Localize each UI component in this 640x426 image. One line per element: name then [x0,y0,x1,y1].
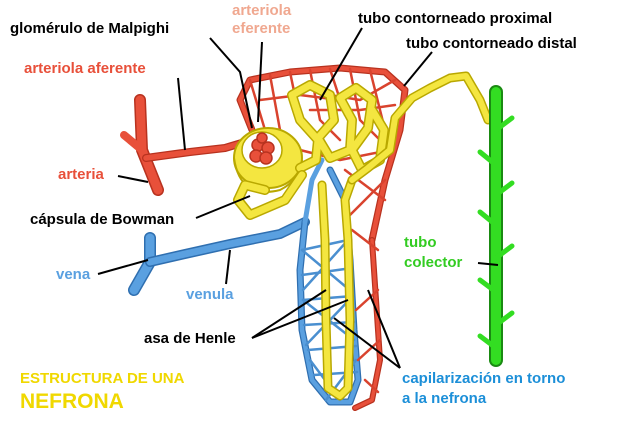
leader-arteriola-aferente [177,77,186,151]
label-venula: venula [186,286,234,303]
leader-tubo-proximal [319,27,363,101]
leader-asa-henle-2 [251,299,349,339]
leader-tubo-distal [403,51,433,87]
label-arteriola-aferente: arteriola aferente [24,60,146,77]
label-arteria: arteria [58,166,104,183]
label-capilarizacion-1: capilarización en torno [402,370,566,387]
label-glomerulo: glomérulo de Malpighi [10,20,170,37]
leader-lines [97,27,499,369]
label-tubo-colector-1: tubo [404,234,437,251]
leader-arteriola-eferente [257,41,263,123]
label-tubo-distal: tubo contorneado distal [406,35,577,52]
tubulo-renal [233,71,493,401]
leader-venula [225,249,231,285]
label-capsula: cápsula de Bowman [30,211,175,228]
leader-capsula [195,195,251,219]
title-line-1: ESTRUCTURA DE UNA [20,370,185,387]
leader-tubo-colector [477,262,499,266]
leader-asa-henle-1 [251,289,327,339]
title-line-2: NEFRONA [20,390,124,413]
label-tubo-proximal: tubo contorneado proximal [358,10,553,27]
glomerulo-malpighi [249,132,275,165]
label-tubo-colector-2: colector [404,254,463,271]
label-asa-henle: asa de Henle [144,330,236,347]
label-arteriola-eferente-2: eferente [232,20,291,37]
arterial-network [120,64,409,411]
leader-glomerulo [209,37,253,129]
tubo-colector-vessel [477,85,515,367]
label-capilarizacion-2: a la nefrona [402,390,487,407]
leader-capilarizacion-1 [333,317,401,369]
leader-capilarizacion-2 [367,289,401,369]
leader-arteria [117,175,149,183]
label-vena: vena [56,266,91,283]
label-arteriola-eferente-1: arteriola [232,2,292,19]
leader-vena [97,259,149,275]
